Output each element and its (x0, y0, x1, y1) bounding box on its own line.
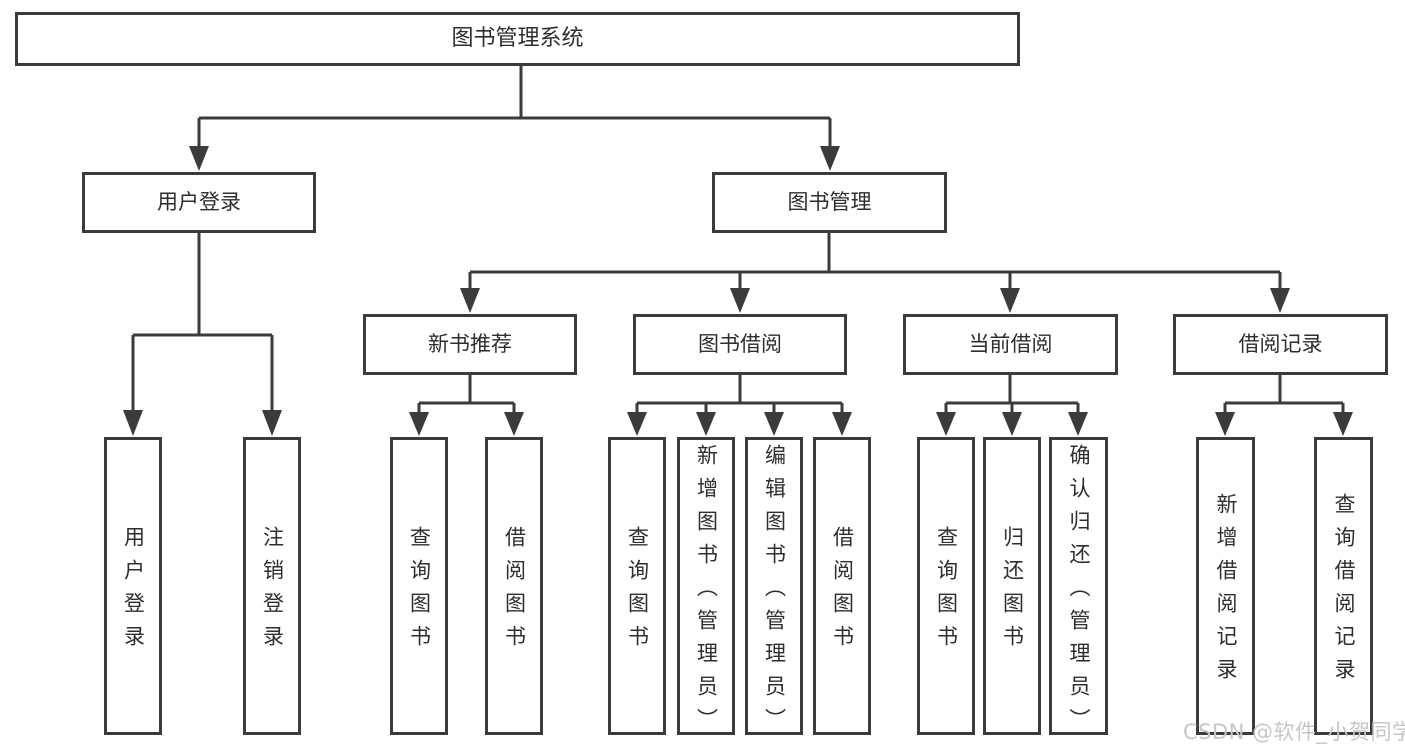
node-book-management: 图书管理 (712, 172, 947, 233)
leaf-edit-book-admin: 编辑图书（管理员） (745, 437, 803, 741)
leaf-query-books-recommend-label: 查询图书 (407, 526, 432, 658)
leaf-confirm-return-admin-label: 确认归还（管理员） (1067, 443, 1091, 741)
leaf-edit-book-admin-label: 编辑图书（管理员） (762, 443, 787, 741)
leaf-borrow-books-recommend: 借阅图书 (485, 437, 543, 735)
leaf-borrow-books-recommend-label: 借阅图书 (502, 526, 527, 658)
leaf-borrow-books: 借阅图书 (813, 437, 871, 735)
node-current-borrow-label: 当前借阅 (968, 332, 1053, 356)
leaf-query-borrow-record-label: 查询借阅记录 (1332, 493, 1356, 691)
leaf-confirm-return-admin: 确认归还（管理员） (1049, 437, 1108, 741)
leaf-add-book-admin-label: 新增图书（管理员） (694, 443, 719, 741)
node-current-borrow: 当前借阅 (903, 314, 1118, 375)
node-new-book-recommend-label: 新书推荐 (428, 332, 512, 356)
node-user-login-label: 用户登录 (157, 190, 241, 214)
leaf-borrow-books-label: 借阅图书 (830, 526, 855, 658)
leaf-query-books-current: 查询图书 (917, 437, 975, 735)
node-borrow-record-label: 借阅记录 (1238, 332, 1323, 356)
leaf-add-borrow-record-label: 新增借阅记录 (1214, 493, 1238, 691)
leaf-add-book-admin: 新增图书（管理员） (677, 437, 735, 741)
leaf-query-books-recommend: 查询图书 (390, 437, 448, 735)
leaf-query-borrow-record: 查询借阅记录 (1314, 437, 1373, 735)
leaf-logout: 注销登录 (243, 437, 301, 735)
node-new-book-recommend: 新书推荐 (363, 314, 577, 375)
node-borrow-record: 借阅记录 (1173, 314, 1388, 375)
root-node-library-system: 图书管理系统 (15, 12, 1020, 66)
node-book-borrow-label: 图书借阅 (698, 332, 782, 356)
leaf-user-login-label: 用户登录 (121, 526, 146, 658)
root-node-label: 图书管理系统 (451, 26, 584, 51)
leaf-return-book-label: 归还图书 (1000, 526, 1025, 658)
leaf-query-books-current-label: 查询图书 (934, 526, 959, 658)
csdn-watermark: CSDN @软件_小贺同学 (1183, 720, 1405, 744)
leaf-add-borrow-record: 新增借阅记录 (1196, 437, 1255, 735)
leaf-return-book: 归还图书 (983, 437, 1041, 735)
leaf-query-books-borrow: 查询图书 (608, 437, 666, 735)
leaf-logout-label: 注销登录 (260, 526, 285, 658)
leaf-user-login: 用户登录 (104, 437, 162, 735)
leaf-query-books-borrow-label: 查询图书 (625, 526, 650, 658)
node-user-login: 用户登录 (82, 172, 316, 233)
node-book-borrow: 图书借阅 (633, 314, 847, 375)
node-book-management-label: 图书管理 (787, 190, 872, 214)
